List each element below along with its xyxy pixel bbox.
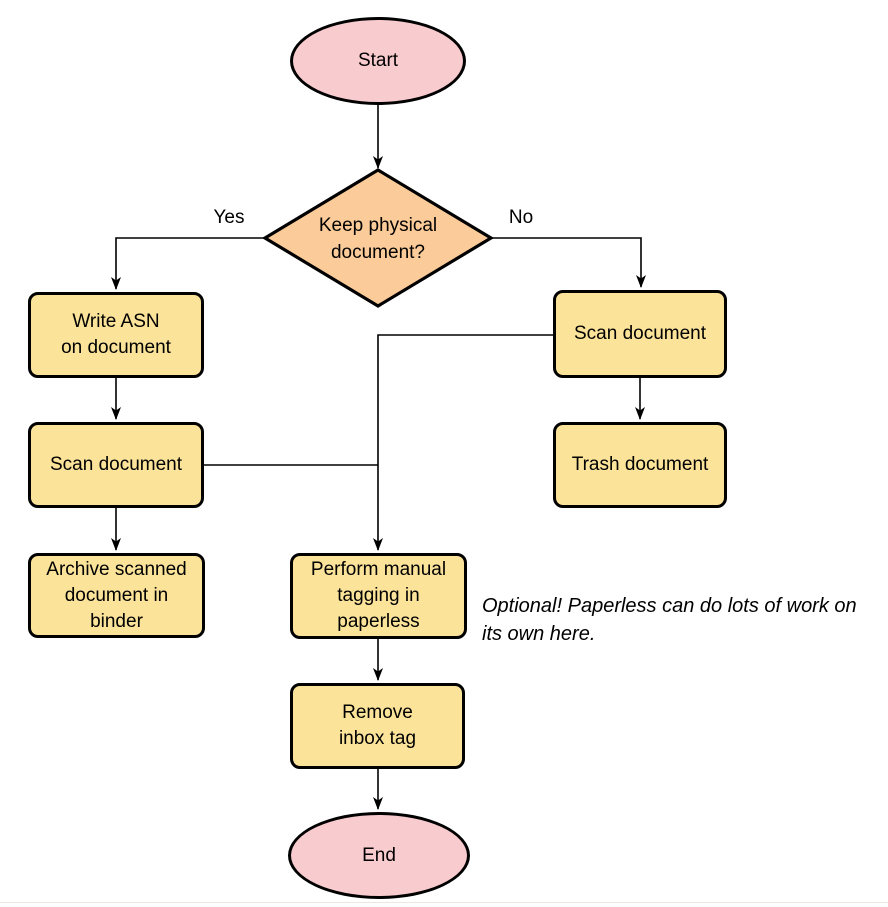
node-manual-tagging-label: Perform manual tagging in paperless [310,559,447,632]
node-trash-document-label: Trash document [571,454,709,475]
node-start-label: Start [357,50,399,71]
node-scan-document-right-label: Scan document [573,323,707,344]
annotation-optional-note: Optional! Paperless can do lots of work … [482,595,857,645]
node-decision-label: Keep physical document? [318,215,438,263]
edge-decision-scan-right [490,237,646,288]
node-scan-document-right: Scan document [553,290,727,378]
edge-scan-right-to-tagging [373,334,553,551]
node-archive-binder: Archive scanned document in binder [28,553,205,638]
node-scan-document-left-label: Scan document [49,454,183,475]
node-start: Start [290,17,466,105]
node-write-asn: Write ASN on document [28,292,204,378]
node-manual-tagging: Perform manual tagging in paperless [290,553,467,639]
node-remove-inbox-tag-label: Remove inbox tag [338,702,417,749]
edge-label-yes: Yes [213,207,245,228]
node-trash-document: Trash document [553,422,727,508]
edge-label-no: No [508,207,534,228]
node-remove-inbox-tag: Remove inbox tag [290,683,465,769]
node-end: End [288,812,470,899]
node-archive-binder-label: Archive scanned document in binder [46,558,187,632]
node-end-label: End [362,844,396,866]
bottom-divider [0,902,888,903]
edge-decision-write-asn [111,237,266,290]
node-scan-document-left: Scan document [28,422,204,508]
decision-diamond-shape [261,168,495,308]
node-write-asn-label: Write ASN on document [61,311,171,358]
